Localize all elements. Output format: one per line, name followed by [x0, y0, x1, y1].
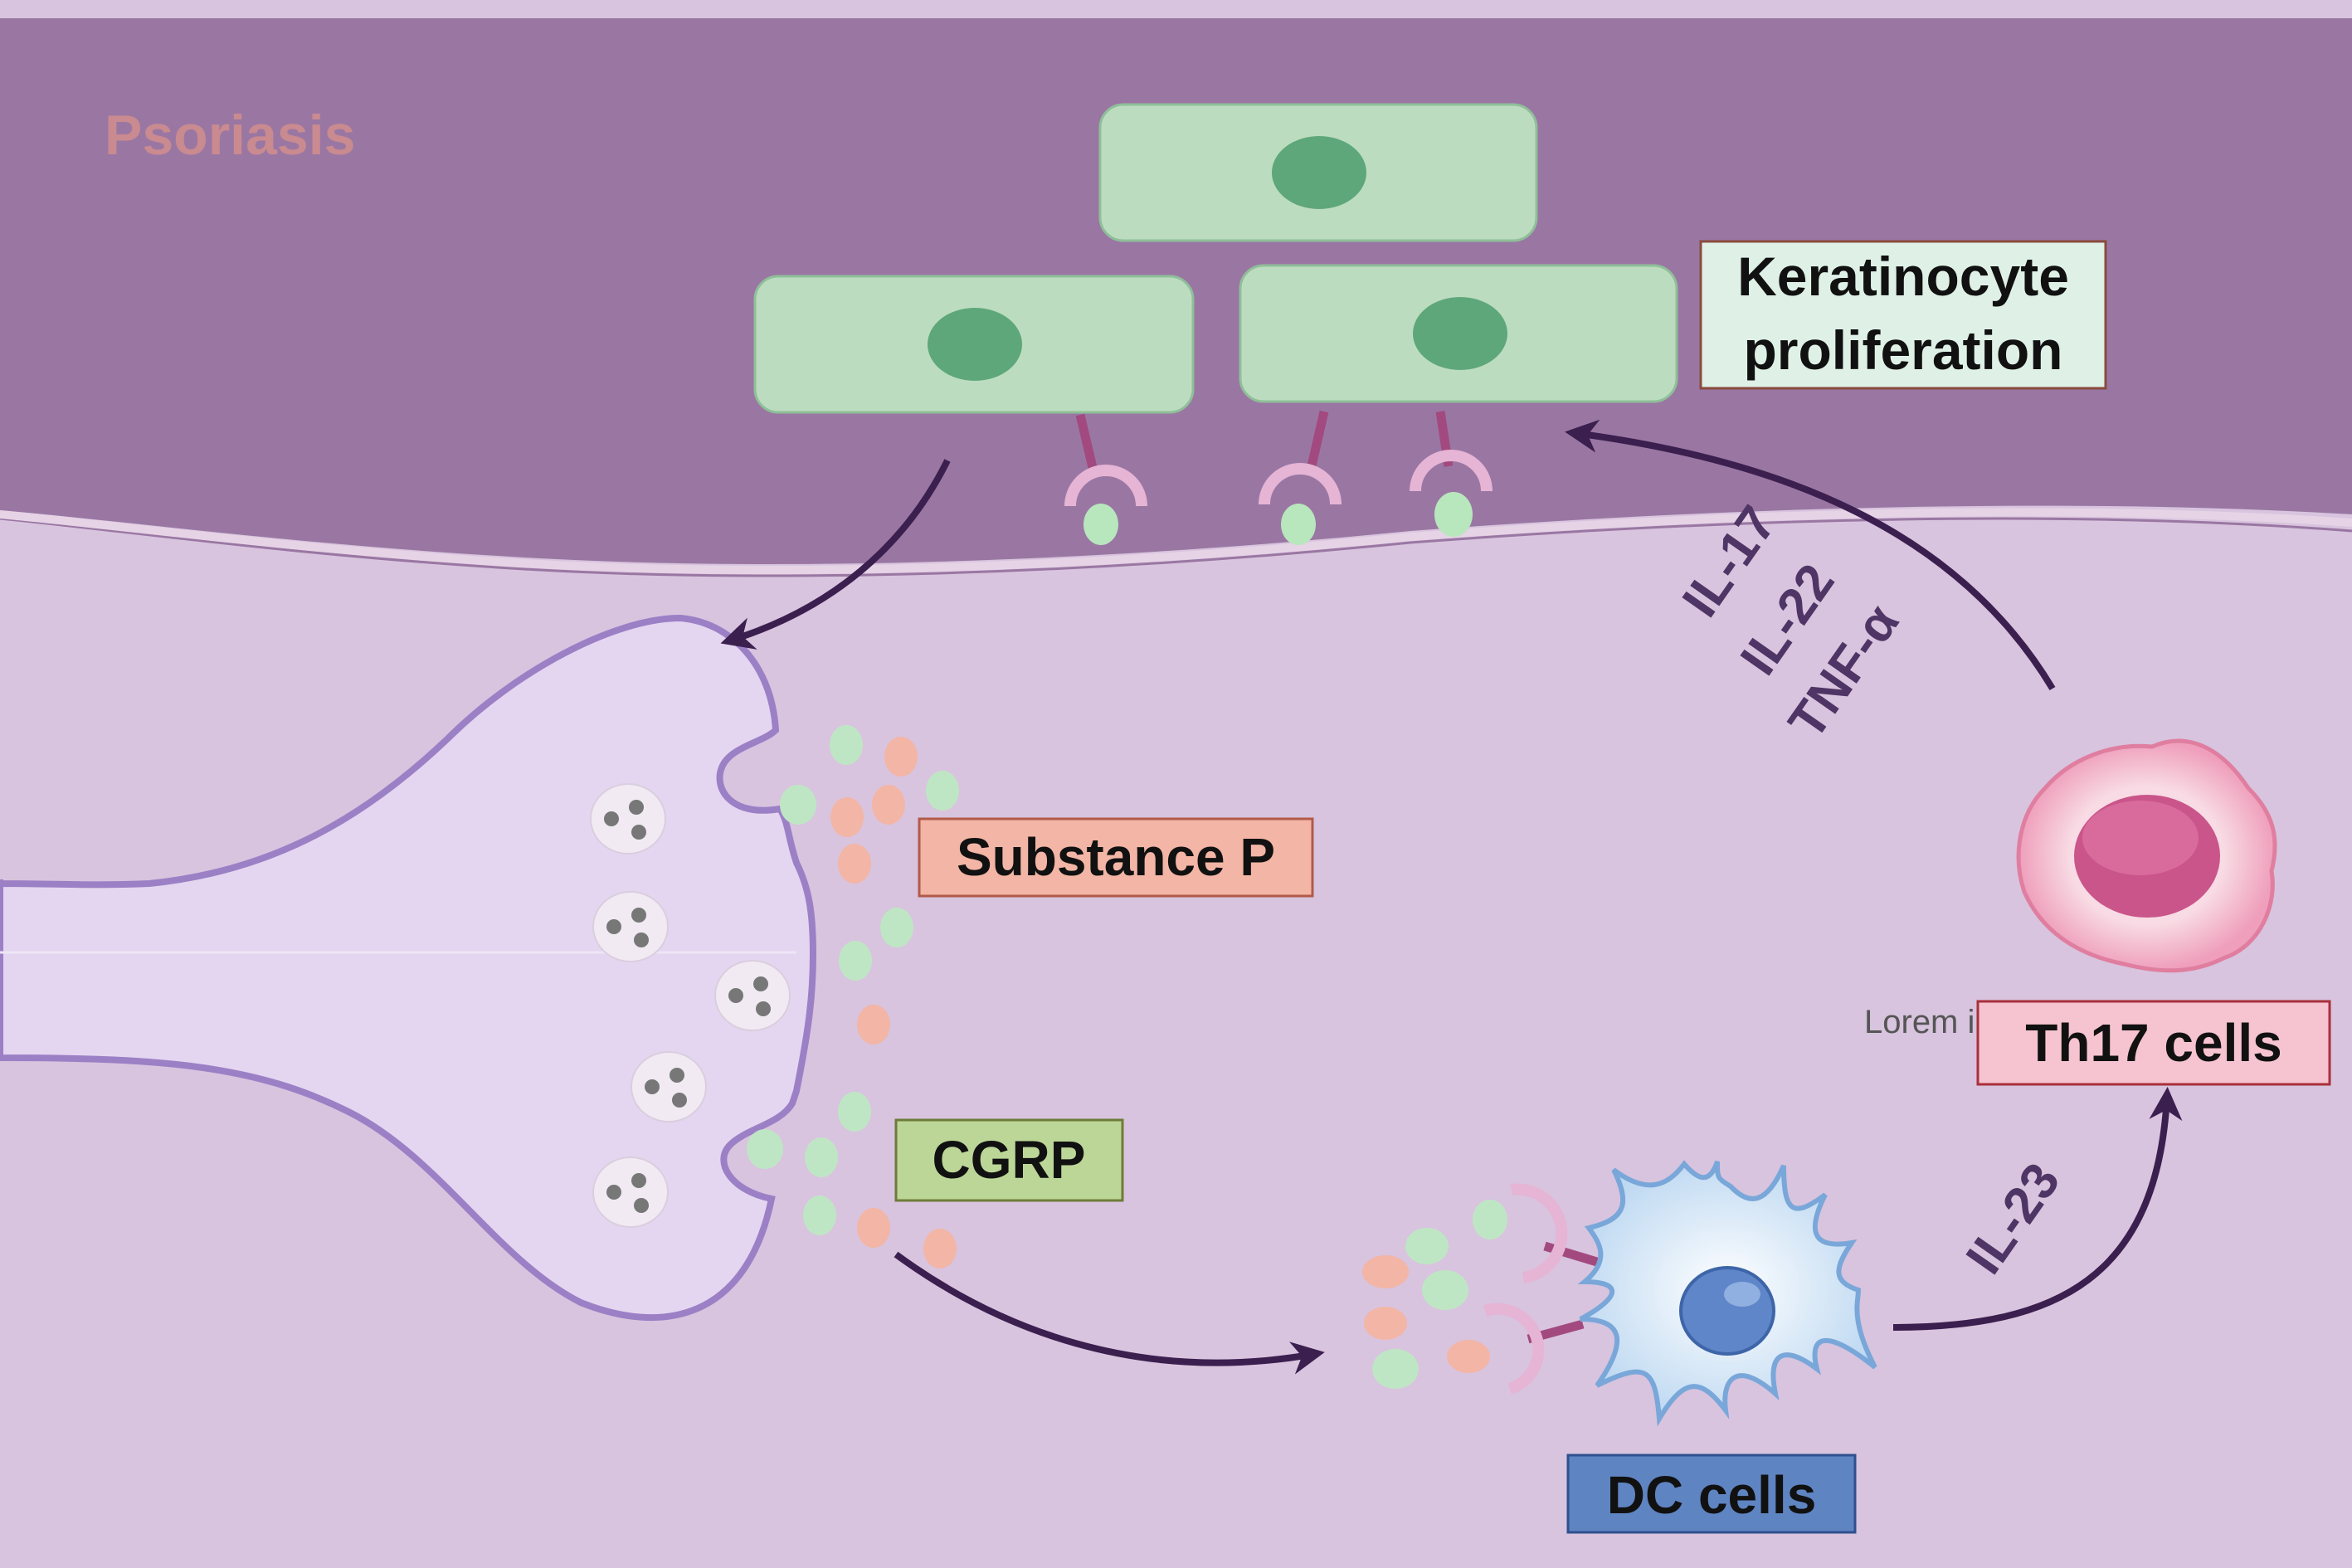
arrow-th17-to-keratinocyte: [1565, 419, 2056, 691]
vesicle-icon: [592, 1157, 669, 1228]
cgrp-label-box: [894, 1118, 1124, 1202]
keratinocyte-label-line1: Keratinocyte: [1737, 246, 2069, 307]
cgrp-label: CGRP: [933, 1130, 1086, 1190]
top-strip: [0, 0, 2352, 18]
arrow-keratinocyte-to-nerve: [720, 459, 951, 650]
receptor-icon: [1064, 413, 1147, 545]
th17-cells-label: Th17 cells: [2025, 1013, 2282, 1073]
dc-ligand-particles: [1362, 1228, 1490, 1389]
dendritic-cell-icon: [1577, 1160, 1877, 1427]
th17-cells-label-box: [1976, 1000, 2331, 1086]
vesicle-icon: [714, 960, 791, 1031]
substance-p-label: Substance P: [957, 827, 1275, 887]
receptor-icon: [1483, 1303, 1585, 1395]
vesicle-icon: [590, 783, 666, 855]
receptor-icon: [1259, 410, 1342, 545]
dc-cells-label-box: [1566, 1454, 1857, 1534]
diagram-title: Psoriasis: [105, 104, 355, 167]
receptor-icon: [1410, 411, 1493, 537]
il23-label: IL-23: [1955, 1153, 2072, 1284]
keratinocyte-label-line2: proliferation: [1743, 319, 2062, 381]
keratinocyte-label-box: [1699, 240, 2107, 390]
vesicle-icon: [592, 891, 669, 962]
receptor-icon: [1473, 1183, 1601, 1283]
keratinocyte-cell-icon: [1239, 264, 1678, 403]
neuropeptide-particles: [747, 725, 959, 1269]
substance-p-label-box: [918, 817, 1314, 898]
basement-membrane-light: [0, 508, 2352, 574]
keratinocyte-cell-icon: [1098, 103, 1538, 242]
vesicle-icon: [631, 1051, 707, 1122]
dc-cells-label: DC cells: [1607, 1465, 1817, 1525]
arrow-nerve-to-dc: [894, 1251, 1325, 1375]
arrow-dc-to-th17: [1892, 1087, 2183, 1331]
nerve-terminal-icon: [0, 614, 817, 1321]
th17-cell-icon: [2016, 738, 2277, 973]
basement-membrane: [0, 517, 2352, 577]
keratinocyte-cell-icon: [753, 275, 1195, 414]
